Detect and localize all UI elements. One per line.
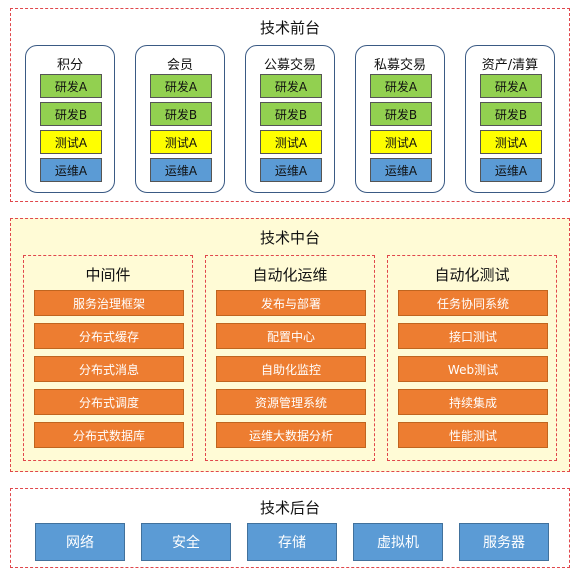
role-test-a: 测试A — [150, 130, 212, 154]
role-dev-a: 研发A — [370, 74, 432, 98]
team-card-simu: 私募交易 研发A 研发B 测试A 运维A — [355, 45, 445, 193]
component-item: 配置中心 — [216, 323, 366, 349]
component-item: 分布式消息 — [34, 356, 184, 382]
role-ops-a: 运维A — [480, 158, 542, 182]
role-ops-a: 运维A — [260, 158, 322, 182]
role-dev-b: 研发B — [150, 102, 212, 126]
component-item: 发布与部署 — [216, 290, 366, 316]
team-card-huiyuan: 会员 研发A 研发B 测试A 运维A — [135, 45, 225, 193]
role-dev-b: 研发B — [40, 102, 102, 126]
role-dev-a: 研发A — [40, 74, 102, 98]
role-ops-a: 运维A — [40, 158, 102, 182]
group-card-auto-ops: 自动化运维 发布与部署 配置中心 自助化监控 资源管理系统 运维大数据分析 — [205, 255, 375, 461]
team-name: 公募交易 — [263, 58, 316, 73]
infra-vm: 虚拟机 — [353, 523, 443, 561]
role-test-a: 测试A — [480, 130, 542, 154]
team-name: 私募交易 — [373, 58, 426, 73]
component-item: 分布式数据库 — [34, 422, 184, 448]
group-name: 自动化测试 — [434, 266, 510, 284]
role-dev-b: 研发B — [480, 102, 542, 126]
role-test-a: 测试A — [40, 130, 102, 154]
component-item: 资源管理系统 — [216, 389, 366, 415]
role-ops-a: 运维A — [370, 158, 432, 182]
team-card-zichan: 资产/清算 研发A 研发B 测试A 运维A — [465, 45, 555, 193]
component-item: 持续集成 — [398, 389, 548, 415]
component-item: 运维大数据分析 — [216, 422, 366, 448]
role-ops-a: 运维A — [150, 158, 212, 182]
component-item: 接口测试 — [398, 323, 548, 349]
component-item: Web测试 — [398, 356, 548, 382]
component-item: 自助化监控 — [216, 356, 366, 382]
group-card-middleware: 中间件 服务治理框架 分布式缓存 分布式消息 分布式调度 分布式数据库 — [23, 255, 193, 461]
group-name: 中间件 — [85, 266, 131, 284]
middle-section: 技术中台 中间件 服务治理框架 分布式缓存 分布式消息 分布式调度 分布式数据库… — [10, 218, 570, 472]
component-item: 服务治理框架 — [34, 290, 184, 316]
role-dev-b: 研发B — [260, 102, 322, 126]
back-title: 技术后台 — [259, 499, 320, 517]
front-section: 技术前台 积分 研发A 研发B 测试A 运维A 会员 研发A 研发B 测试A 运… — [10, 8, 570, 202]
team-name: 资产/清算 — [481, 58, 539, 73]
component-item: 性能测试 — [398, 422, 548, 448]
team-name: 会员 — [166, 58, 193, 73]
team-card-gongmu: 公募交易 研发A 研发B 测试A 运维A — [245, 45, 335, 193]
back-section: 技术后台 网络 安全 存储 虚拟机 服务器 — [10, 488, 570, 568]
group-name: 自动化运维 — [252, 266, 328, 284]
role-dev-a: 研发A — [260, 74, 322, 98]
infra-server: 服务器 — [459, 523, 549, 561]
role-test-a: 测试A — [370, 130, 432, 154]
infra-network: 网络 — [35, 523, 125, 561]
role-dev-a: 研发A — [480, 74, 542, 98]
role-dev-a: 研发A — [150, 74, 212, 98]
role-dev-b: 研发B — [370, 102, 432, 126]
role-test-a: 测试A — [260, 130, 322, 154]
infra-security: 安全 — [141, 523, 231, 561]
component-item: 分布式缓存 — [34, 323, 184, 349]
component-item: 分布式调度 — [34, 389, 184, 415]
group-card-auto-test: 自动化测试 任务协同系统 接口测试 Web测试 持续集成 性能测试 — [387, 255, 557, 461]
infra-storage: 存储 — [247, 523, 337, 561]
team-name: 积分 — [56, 58, 83, 73]
component-item: 任务协同系统 — [398, 290, 548, 316]
team-card-jifen: 积分 研发A 研发B 测试A 运维A — [25, 45, 115, 193]
front-title: 技术前台 — [259, 19, 320, 37]
middle-title: 技术中台 — [259, 229, 320, 247]
